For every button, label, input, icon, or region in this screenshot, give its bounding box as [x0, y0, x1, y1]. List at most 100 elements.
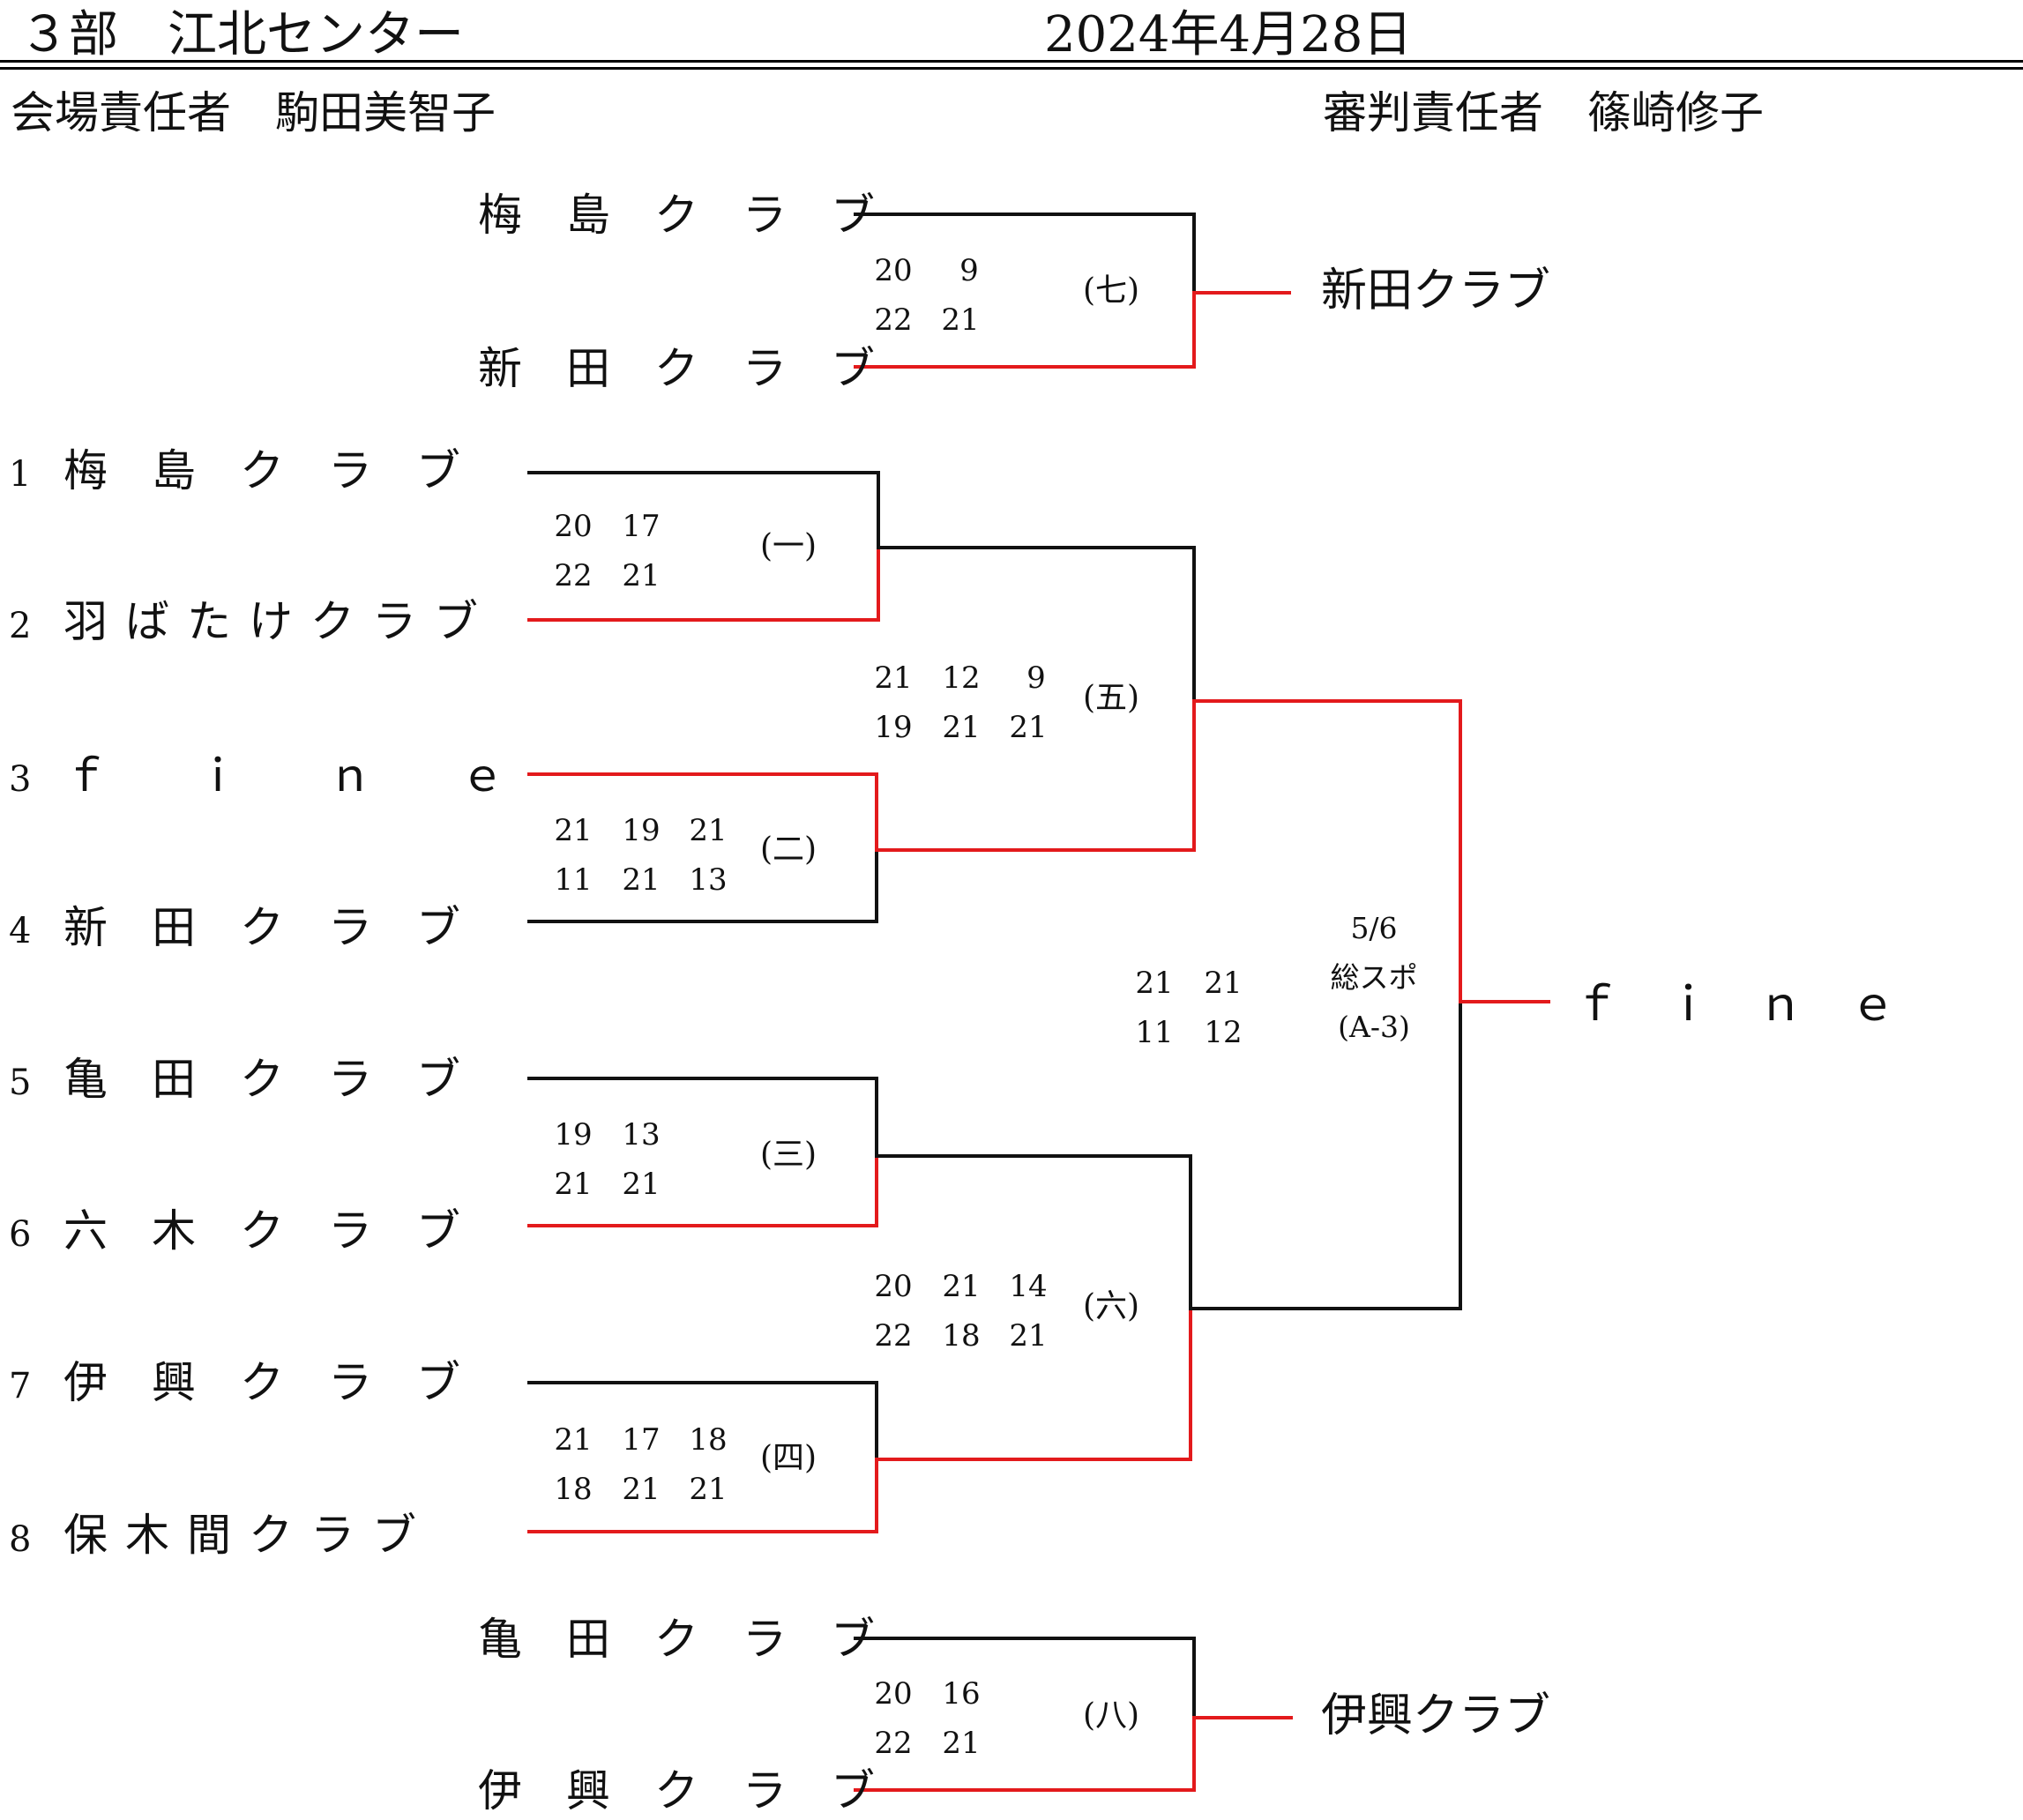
line-r2-bot-win — [875, 1307, 1192, 1461]
r1m1-bot-2: 21 — [622, 558, 661, 593]
seed-7: 7 — [9, 1366, 32, 1406]
r1m4-label: (四) — [760, 1440, 817, 1476]
p8-team-top: 亀 田 ク ラ ブ — [478, 1614, 875, 1665]
p7-score-top-2: 9 — [959, 253, 979, 288]
p7-team-top: 梅 島 ク ラ ブ — [478, 190, 875, 241]
line-r2-top-win — [875, 699, 1196, 852]
p8-label: (八) — [1083, 1697, 1140, 1734]
line-p8-top — [854, 1637, 1196, 1719]
r1m4-bot-1: 18 — [554, 1472, 593, 1507]
line-seed5 — [527, 1077, 878, 1158]
r1m3-bot-2: 21 — [622, 1167, 661, 1202]
r2m2-bot-3: 21 — [1009, 1318, 1048, 1354]
header-rule-top — [0, 60, 2023, 63]
r1m2-bot-1: 11 — [554, 862, 593, 898]
p8-score-top-1: 20 — [874, 1676, 913, 1712]
r1m2-top-1: 21 — [554, 813, 593, 848]
venue-manager: 会場責任者 駒田美智子 — [11, 87, 496, 138]
team-6: 六 木 ク ラ ブ — [63, 1205, 460, 1257]
r2m1-label: (五) — [1083, 680, 1140, 716]
r1m4-bot-3: 21 — [689, 1472, 728, 1507]
final-bot-2: 12 — [1204, 1015, 1243, 1050]
p7-score-bot-1: 22 — [874, 302, 913, 338]
line-seed1 — [527, 471, 880, 549]
division-title: ３部 江北センター — [19, 6, 464, 63]
r2m1-top-3: 9 — [1026, 660, 1046, 696]
r1m3-top-2: 13 — [622, 1117, 661, 1152]
team-3: ｆ ｉ ｎ ｅ — [63, 750, 504, 802]
final-place: 総スポ — [1330, 960, 1418, 995]
r1m2-bot-2: 21 — [622, 862, 661, 898]
r1m2-top-3: 21 — [689, 813, 728, 848]
seed-6: 6 — [9, 1214, 32, 1255]
p8-score-top-2: 16 — [942, 1676, 981, 1712]
p8-score-bot-1: 22 — [874, 1726, 913, 1761]
line-r2-bot — [875, 1154, 1192, 1310]
line-seed8 — [527, 1458, 878, 1533]
r1m3-bot-1: 21 — [554, 1167, 593, 1202]
r2m1-bot-1: 19 — [874, 710, 913, 745]
event-date: 2024年4月28日 — [1044, 6, 1413, 63]
r2m2-top-2: 21 — [942, 1269, 981, 1304]
line-r2-top — [877, 546, 1196, 703]
line-seed7 — [527, 1381, 878, 1461]
seed-2: 2 — [9, 606, 32, 646]
line-seed2 — [527, 546, 880, 622]
final-top-1: 21 — [1135, 966, 1174, 1001]
r1m2-top-2: 19 — [622, 813, 661, 848]
final-court: (A-3) — [1338, 1010, 1410, 1044]
r1m4-bot-2: 21 — [622, 1472, 661, 1507]
line-p8-bottom — [854, 1716, 1196, 1792]
r2m2-label: (六) — [1083, 1288, 1140, 1324]
team-4: 新 田 ク ラ ブ — [63, 902, 460, 953]
p8-winner: 伊興クラブ — [1321, 1689, 1551, 1742]
r2m1-bot-2: 21 — [942, 710, 981, 745]
r1m4-top-3: 18 — [689, 1422, 728, 1458]
seed-8: 8 — [9, 1519, 32, 1560]
r1m3-label: (三) — [760, 1137, 817, 1173]
p7-score-top-1: 20 — [874, 253, 913, 288]
line-seed6 — [527, 1154, 878, 1227]
r2m1-bot-3: 21 — [1009, 710, 1048, 745]
final-top-2: 21 — [1204, 966, 1243, 1001]
referee-manager: 審判責任者 篠崎修子 — [1323, 87, 1764, 138]
team-2: 羽ばたけクラブ — [63, 596, 496, 647]
champion: ｆ ｉ ｎ ｅ — [1573, 979, 1912, 1032]
p8-score-bot-2: 21 — [942, 1726, 981, 1761]
p8-team-bottom: 伊 興 ク ラ ブ — [478, 1765, 875, 1816]
team-8: 保木間クラブ — [63, 1510, 434, 1561]
line-p7-bottom — [854, 291, 1196, 369]
seed-3: 3 — [9, 759, 32, 800]
r1m4-top-2: 17 — [622, 1422, 661, 1458]
r2m1-top-1: 21 — [874, 660, 913, 696]
p7-winner: 新田クラブ — [1321, 265, 1551, 317]
team-7: 伊 興 ク ラ ブ — [63, 1357, 460, 1408]
r2m2-bot-2: 18 — [942, 1318, 981, 1354]
r2m2-bot-1: 22 — [874, 1318, 913, 1354]
line-seed4 — [527, 848, 878, 923]
p7-label: (七) — [1083, 272, 1140, 309]
header-rule-bottom — [0, 67, 2023, 70]
r1m2-label: (二) — [760, 832, 817, 868]
line-final-bottom — [1189, 1000, 1462, 1310]
seed-1: 1 — [9, 454, 32, 495]
final-date: 5/6 — [1350, 911, 1398, 945]
r2m2-top-1: 20 — [874, 1269, 913, 1304]
seed-4: 4 — [9, 911, 32, 951]
line-final-top — [1192, 699, 1462, 1003]
r2m2-top-3: 14 — [1009, 1269, 1048, 1304]
r1m1-label: (一) — [760, 528, 817, 564]
r1m3-top-1: 19 — [554, 1117, 593, 1152]
r2m1-top-2: 12 — [942, 660, 981, 696]
r1m1-top-2: 17 — [622, 509, 661, 544]
p7-team-bottom: 新 田 ク ラ ブ — [478, 343, 875, 394]
p7-score-bot-2: 21 — [941, 302, 980, 338]
r1m1-bot-1: 22 — [554, 558, 593, 593]
line-seed3 — [527, 772, 878, 852]
team-1: 梅 島 ク ラ ブ — [63, 445, 460, 496]
final-bot-1: 11 — [1135, 1015, 1174, 1050]
r1m1-top-1: 20 — [554, 509, 593, 544]
r1m2-bot-3: 13 — [689, 862, 728, 898]
team-5: 亀 田 ク ラ ブ — [63, 1054, 460, 1105]
